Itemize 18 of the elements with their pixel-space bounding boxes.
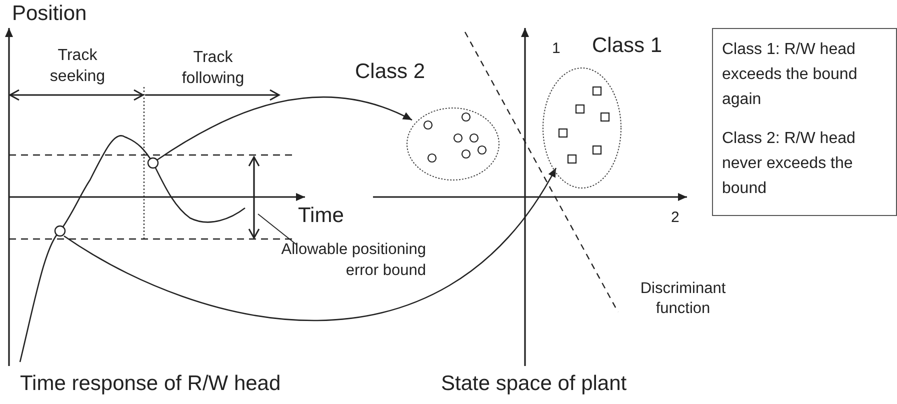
legend-panel — [712, 28, 897, 216]
annotation-text: Allowable positioning error bound — [262, 240, 426, 284]
legend-text: Class 2: R/W head never exceeds the bound — [722, 129, 856, 199]
curved-arrow — [64, 168, 557, 322]
axis-label: 1 — [552, 40, 560, 58]
legend-text: Class 1: R/W head exceeds the bound again — [722, 40, 858, 110]
curved-arrow — [156, 96, 412, 161]
cluster-label: Class 1 — [592, 34, 662, 58]
axis-label: Position — [12, 2, 87, 26]
panel-caption: Time response of R/W head — [20, 372, 281, 396]
span-label: Track seeking — [48, 46, 106, 87]
panel-caption: State space of plant — [441, 372, 627, 396]
span-label: Track following — [180, 48, 246, 89]
axis-label: 2 — [671, 209, 680, 226]
axis-label: Time — [298, 204, 344, 228]
annotation-text: Discriminant function — [639, 279, 727, 320]
cluster-label: Class 2 — [355, 60, 426, 84]
leader-line — [258, 214, 298, 246]
